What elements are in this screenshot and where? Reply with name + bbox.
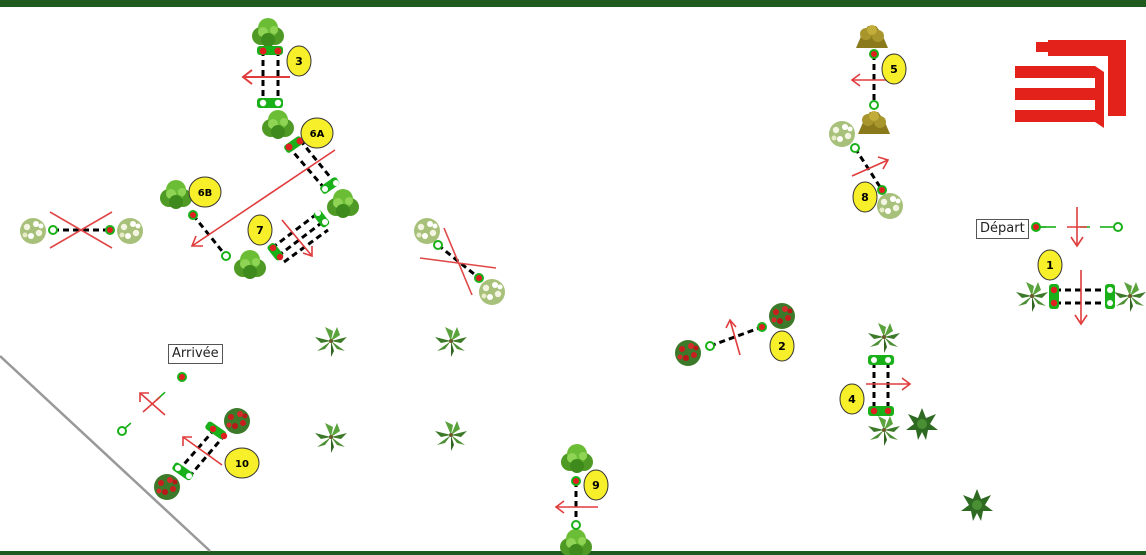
number-badge-6a: 6A bbox=[301, 118, 333, 148]
number-badge-1: 1 bbox=[1038, 250, 1062, 280]
number-badge-8: 8 bbox=[853, 182, 877, 212]
club-logo-icon bbox=[1015, 40, 1126, 128]
svg-text:1: 1 bbox=[1046, 259, 1054, 272]
crossed-obstacle-left bbox=[20, 212, 143, 248]
top-border bbox=[0, 0, 1146, 7]
number-badge-2: 2 bbox=[770, 331, 794, 361]
number-badge-10: 10 bbox=[225, 448, 259, 478]
palm-icon bbox=[435, 421, 467, 451]
svg-text:7: 7 bbox=[256, 224, 264, 237]
svg-text:2: 2 bbox=[778, 340, 786, 353]
obstacle-3 bbox=[243, 18, 290, 108]
number-badge-3: 3 bbox=[287, 46, 311, 76]
shrub-icon bbox=[961, 489, 993, 521]
svg-text:6B: 6B bbox=[198, 188, 213, 199]
finish-label: Arrivée bbox=[168, 344, 223, 364]
obstacle-7 bbox=[234, 209, 330, 279]
number-badge-6b: 6B bbox=[189, 177, 221, 207]
arena-corner-line bbox=[0, 356, 210, 551]
number-badge-5: 5 bbox=[882, 54, 906, 84]
svg-text:5: 5 bbox=[890, 63, 898, 76]
number-badge-9: 9 bbox=[584, 470, 608, 500]
svg-text:6A: 6A bbox=[310, 129, 325, 140]
crossed-obstacle-center bbox=[414, 218, 505, 305]
svg-text:10: 10 bbox=[235, 459, 249, 470]
start-label: Départ bbox=[976, 219, 1029, 239]
number-badge-7: 7 bbox=[248, 215, 272, 245]
svg-text:8: 8 bbox=[861, 191, 869, 204]
svg-text:3: 3 bbox=[295, 55, 303, 68]
palm-icon bbox=[315, 423, 347, 453]
start-line bbox=[1031, 207, 1123, 246]
palm-icon bbox=[315, 327, 347, 357]
palm-icon bbox=[435, 327, 467, 357]
svg-text:9: 9 bbox=[592, 479, 600, 492]
finish-line bbox=[117, 372, 187, 436]
number-badge-4: 4 bbox=[840, 384, 864, 414]
svg-text:4: 4 bbox=[848, 393, 856, 406]
obstacle-4 bbox=[866, 323, 938, 446]
obstacle-1 bbox=[1016, 270, 1146, 324]
